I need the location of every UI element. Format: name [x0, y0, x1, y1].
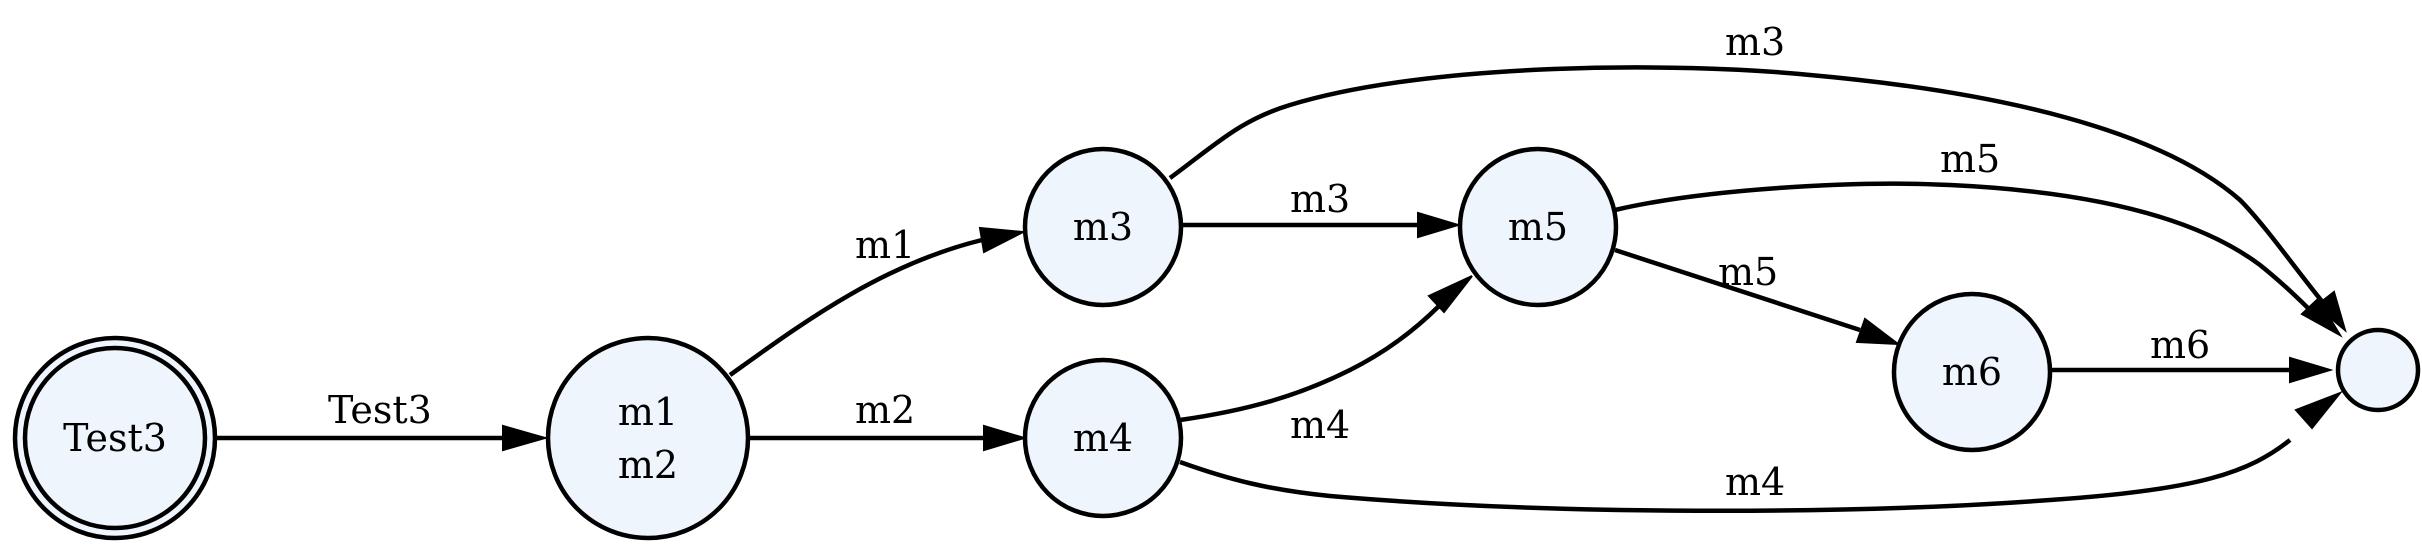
edge-line	[728, 237, 983, 377]
node-circle	[2335, 327, 2421, 413]
edge-m3-to-m5: m3	[1182, 177, 1462, 239]
node-m5: m5	[1457, 146, 1619, 308]
arrowhead	[2300, 297, 2343, 338]
edge-m4-to-final: m4	[1179, 390, 2344, 514]
node-circle	[1457, 146, 1619, 308]
edge-label: m4	[1290, 403, 1350, 447]
node-label: m6	[1942, 350, 2002, 394]
arrowhead	[1417, 211, 1462, 239]
edge-m3-to-final: m3	[1168, 20, 2347, 333]
node-label: m4	[1073, 416, 1133, 460]
node-m6: m6	[1891, 291, 2053, 453]
node-circle	[545, 335, 751, 541]
node-label-line-2: m2	[618, 443, 678, 487]
node-inner-ring	[22, 345, 208, 531]
edge-line	[1614, 181, 2320, 320]
node-m3: m3	[1022, 146, 1184, 308]
node-test3: Test3	[12, 335, 218, 541]
arrowhead	[1427, 275, 1473, 314]
arrowhead	[1855, 317, 1902, 346]
edge-test3-to-m1m2: Test3	[210, 388, 549, 452]
node-m4: m4	[1022, 357, 1184, 519]
edge-m4-to-m5: m4	[1179, 275, 1473, 447]
edge-label: m6	[2150, 323, 2210, 367]
node-circle	[1022, 357, 1184, 519]
node-circle	[1891, 291, 2053, 453]
edge-label: m2	[855, 388, 915, 432]
arrowhead	[2289, 356, 2334, 384]
edge-label: m1	[855, 223, 915, 267]
edge-label: m3	[1290, 177, 1350, 221]
node-m1m2: m1 m2	[545, 335, 751, 541]
edge-label: m4	[1725, 460, 1785, 504]
edge-label: m5	[1940, 137, 2000, 181]
node-label: m5	[1508, 205, 1568, 249]
edge-m1m2-to-m4: m2	[748, 388, 1028, 452]
arrowhead	[983, 424, 1028, 452]
edge-m6-to-final: m6	[2048, 323, 2334, 384]
arrowhead	[502, 424, 549, 452]
edge-line	[1179, 438, 2292, 514]
edge-line	[1179, 303, 1442, 423]
edge-m5-to-final: m5	[1614, 137, 2343, 338]
arrowhead	[978, 226, 1027, 254]
node-circle	[1022, 146, 1184, 308]
edge-line	[1614, 247, 1861, 333]
edge-line	[1168, 65, 2327, 307]
edge-label: m3	[1725, 20, 1785, 64]
node-label-line-1: m1	[618, 390, 678, 434]
arrowhead	[2294, 390, 2344, 430]
node-label: Test3	[63, 416, 167, 460]
edge-label: Test3	[328, 388, 432, 432]
edge-m1m2-to-m3: m1	[728, 223, 1027, 377]
edge-label: m5	[1718, 250, 1778, 294]
node-final	[2335, 327, 2421, 413]
edge-m5-to-m6: m5	[1614, 247, 1902, 346]
node-label: m3	[1073, 205, 1133, 249]
